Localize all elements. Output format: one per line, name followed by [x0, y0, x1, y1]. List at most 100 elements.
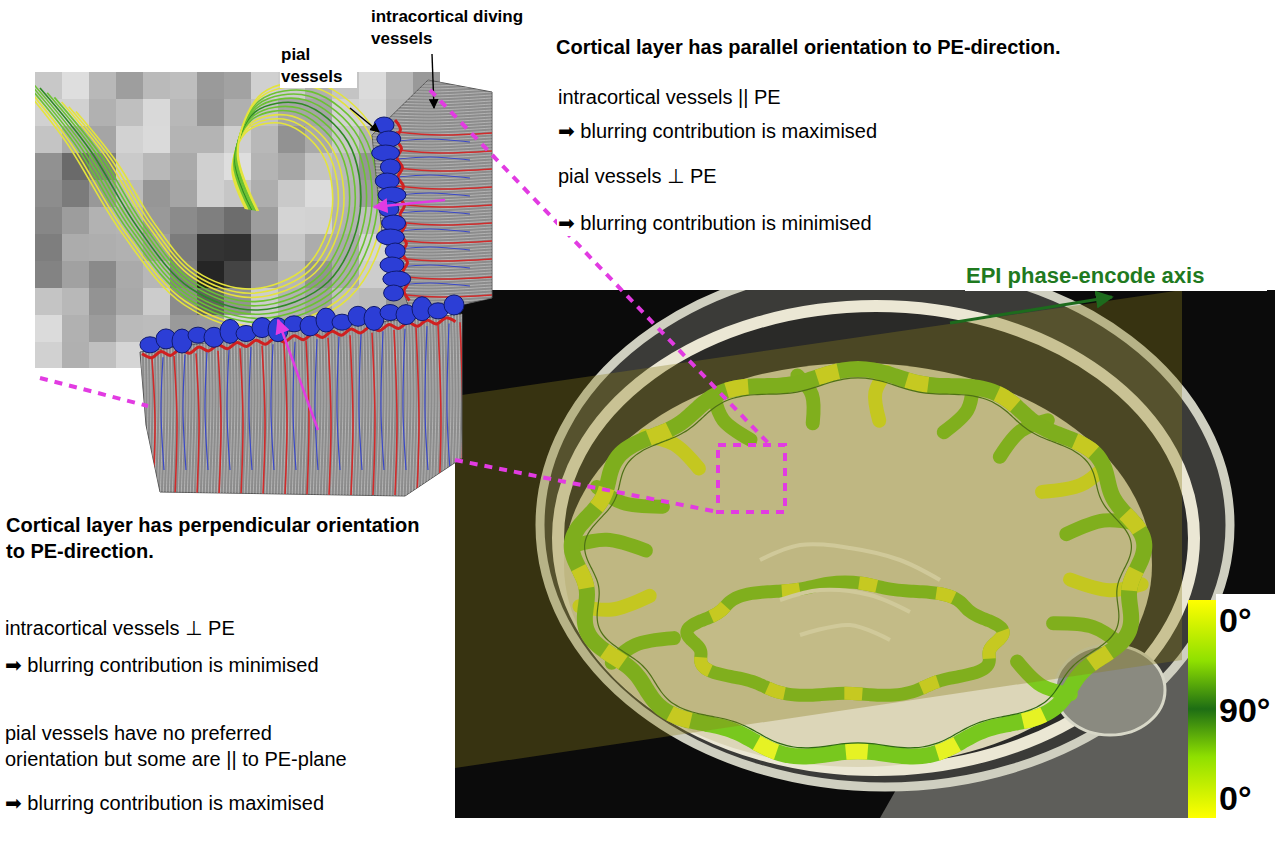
illustration-path: [284, 343, 287, 495]
illustration-rect: [35, 315, 63, 343]
case-note: pial vessels ⊥ PE: [557, 163, 1079, 189]
illustration-rect: [35, 153, 63, 181]
illustration-path: [396, 168, 492, 171]
illustration-path: [367, 300, 370, 500]
illustration-rect: [170, 207, 198, 235]
illustration-rect: [197, 180, 225, 208]
illustration-path: [350, 335, 353, 495]
illustration-path: [227, 349, 230, 470]
illustration-rect: [62, 261, 90, 289]
illustration-ellipse: [384, 285, 404, 301]
illustration-rect: [197, 72, 225, 100]
illustration-path: [262, 346, 265, 495]
illustration-rect: [62, 315, 90, 343]
illustration-path: [381, 331, 384, 470]
illustration-rect: [62, 288, 90, 316]
illustration-rect: [197, 126, 225, 154]
illustration-rect: [35, 207, 63, 235]
illustration-path: [425, 326, 428, 470]
illustration-rect: [251, 234, 279, 262]
illustration-path: [240, 348, 243, 495]
case-note: ➡ blurring contribution is maximised: [4, 790, 436, 816]
illustration-rect: [170, 99, 198, 127]
illustration-rect: [35, 234, 63, 262]
illustration-rect: [143, 72, 171, 100]
axis-label: EPI phase-encode axis: [965, 262, 1267, 291]
case-note: pial vessels have no preferred orientati…: [4, 720, 359, 772]
illustration-path: [161, 357, 164, 470]
illustration-path: [398, 175, 470, 178]
illustration-path: [183, 355, 186, 470]
illustration-path: [76, 111, 333, 289]
illustration-rect: [197, 207, 225, 235]
illustration-path: [196, 353, 199, 495]
illustration-path: [454, 300, 457, 500]
illustration-path: [337, 337, 340, 470]
leader-line: [432, 54, 434, 108]
illustration-rect: [278, 234, 306, 262]
illustration-path: [394, 300, 397, 500]
illustration-rect: [359, 72, 387, 100]
zoom-guide: [40, 378, 148, 406]
illustration-path: [460, 300, 463, 500]
illustration-rect: [197, 99, 225, 127]
zoom-box: [718, 445, 785, 512]
illustration-path: [385, 300, 388, 500]
illustration-path: [187, 300, 190, 500]
illustration-rect: [89, 288, 117, 316]
illustration-rect: [116, 126, 144, 154]
illustration-path: [271, 344, 274, 470]
illustration-rect: [35, 342, 63, 368]
case-note: ➡ blurring contribution is minimised: [557, 210, 1079, 236]
illustration-path: [398, 139, 470, 142]
illustration-rect: [62, 207, 90, 235]
illustration-path: [406, 300, 409, 500]
illustration-path: [40, 88, 361, 310]
normal-arrow: [374, 200, 445, 207]
illustration-rect: [89, 261, 117, 289]
illustration-rect: [116, 72, 144, 100]
illustration-path: [391, 300, 394, 500]
illustration-ellipse: [379, 201, 399, 217]
illustration-rect: [143, 180, 171, 208]
illustration-path: [439, 300, 442, 500]
illustration-rect: [224, 72, 252, 100]
illustration-path: [372, 113, 492, 116]
illustration-path: [35, 74, 378, 323]
illustration-ellipse: [385, 243, 405, 259]
illustration-ellipse: [375, 173, 399, 189]
illustration-rect: [116, 342, 144, 368]
illustration-rect: [278, 180, 306, 208]
illustration-path: [396, 150, 492, 153]
case-note: ➡ blurring contribution is minimised: [4, 652, 436, 678]
illustration-path: [460, 322, 463, 495]
illustration-rect: [89, 72, 117, 100]
vessel-block: [139, 295, 464, 500]
illustration-ellipse: [382, 215, 406, 231]
illustration-path: [421, 300, 424, 500]
illustration-ellipse: [372, 145, 400, 161]
illustration-rect: [143, 288, 171, 316]
colorbar-tick: 0°: [1218, 776, 1282, 820]
case-note: intracortical vessels ⊥ PE: [4, 615, 436, 641]
illustration-path: [447, 324, 450, 470]
illustration-path: [54, 97, 349, 301]
illustration-path: [359, 334, 362, 470]
illustration-path: [372, 104, 492, 107]
illustration-rect: [89, 234, 117, 262]
illustration-path: [372, 98, 492, 101]
illustration-rect: [224, 261, 252, 289]
illustration-rect: [170, 126, 198, 154]
illustration-path: [172, 300, 175, 500]
illustration-path: [412, 300, 415, 500]
illustration-g: [372, 77, 492, 320]
illustration-path: [396, 186, 492, 189]
illustration-path: [372, 83, 492, 86]
illustration-rect: [278, 153, 306, 181]
illustration-path: [315, 339, 318, 470]
illustration-rect: [89, 99, 117, 127]
illustration-path: [142, 300, 145, 500]
illustration-rect: [197, 153, 225, 181]
vessel-label: intracortical diving vessels: [370, 6, 562, 50]
illustration-path: [174, 356, 177, 495]
